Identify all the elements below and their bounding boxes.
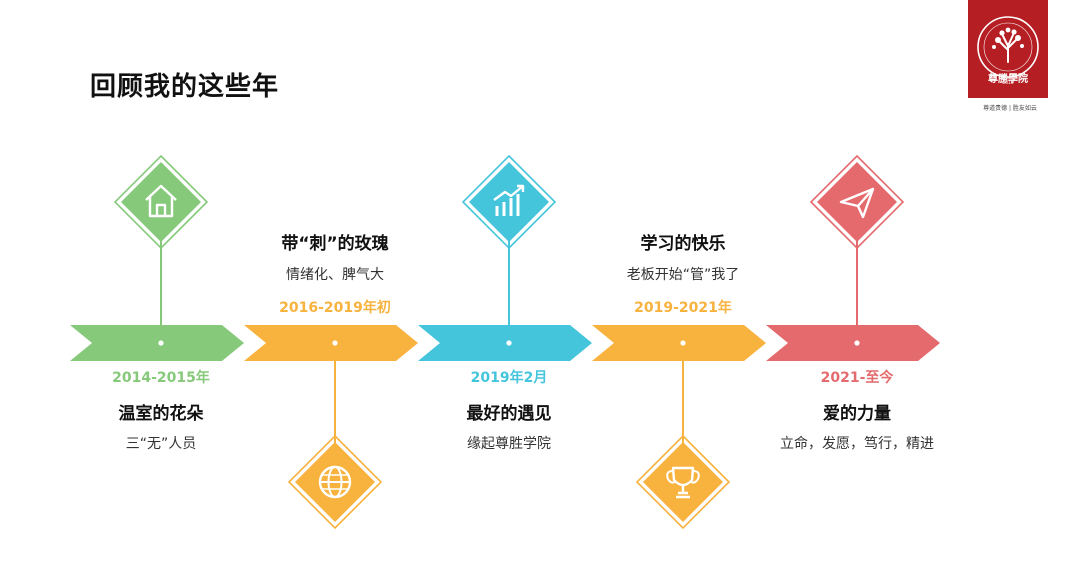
milestone-diamond-1 [113, 154, 209, 250]
milestone-diamond-2 [287, 434, 383, 530]
timeline-dot-1 [158, 340, 164, 346]
stage-subtitle-5: 立命，发愿，笃行，精进 [780, 436, 934, 452]
milestone-diamond-4 [635, 434, 731, 530]
tree-emblem-icon: 2016 [977, 16, 1039, 86]
logo-slogan: 尊道贵德 | 胜友如云 [983, 105, 1037, 112]
timeline-dot-3 [506, 340, 512, 346]
college-logo: 2016 尊勝學院 [968, 0, 1048, 98]
stage-date-3: 2019年2月 [470, 370, 548, 386]
stage-subtitle-4: 老板开始“管”我了 [626, 267, 740, 283]
growth-chart-icon [493, 184, 525, 216]
timeline-segment-5 [766, 325, 940, 361]
stage-heading-2: 带“刺”的玫瑰 [281, 234, 389, 254]
stage-date-2: 2016-2019年初 [279, 300, 391, 316]
stage-subtitle-3: 缘起尊胜学院 [467, 436, 551, 452]
milestone-diamond-5 [809, 154, 905, 250]
timeline-segment-3 [418, 325, 592, 361]
logo-name: 尊勝學院 [988, 74, 1028, 85]
timeline-segment-1 [70, 325, 244, 361]
stage-date-5: 2021-至今 [820, 370, 894, 386]
stage-heading-5: 爱的力量 [823, 404, 891, 424]
milestone-diamond-3 [461, 154, 557, 250]
timeline-dot-2 [332, 340, 338, 346]
globe-icon [318, 465, 352, 499]
trophy-icon [666, 466, 700, 499]
home-icon [145, 184, 177, 218]
page-title: 回顾我的这些年 [90, 72, 280, 102]
timeline-segment-2 [244, 325, 418, 361]
timeline-segment-4 [592, 325, 766, 361]
paper-plane-icon [839, 187, 875, 219]
stage-subtitle-2: 情绪化、脾气大 [286, 267, 384, 283]
stage-heading-3: 最好的遇见 [466, 404, 552, 424]
stage-heading-4: 学习的快乐 [640, 234, 726, 254]
logo-year: 2016 [1002, 80, 1013, 86]
timeline-dot-5 [854, 340, 860, 346]
stage-date-1: 2014-2015年 [112, 370, 210, 386]
stage-date-4: 2019-2021年 [634, 300, 732, 316]
timeline-dot-4 [680, 340, 686, 346]
stage-subtitle-1: 三“无”人员 [125, 436, 197, 452]
stage-heading-1: 温室的花朵 [118, 404, 204, 424]
